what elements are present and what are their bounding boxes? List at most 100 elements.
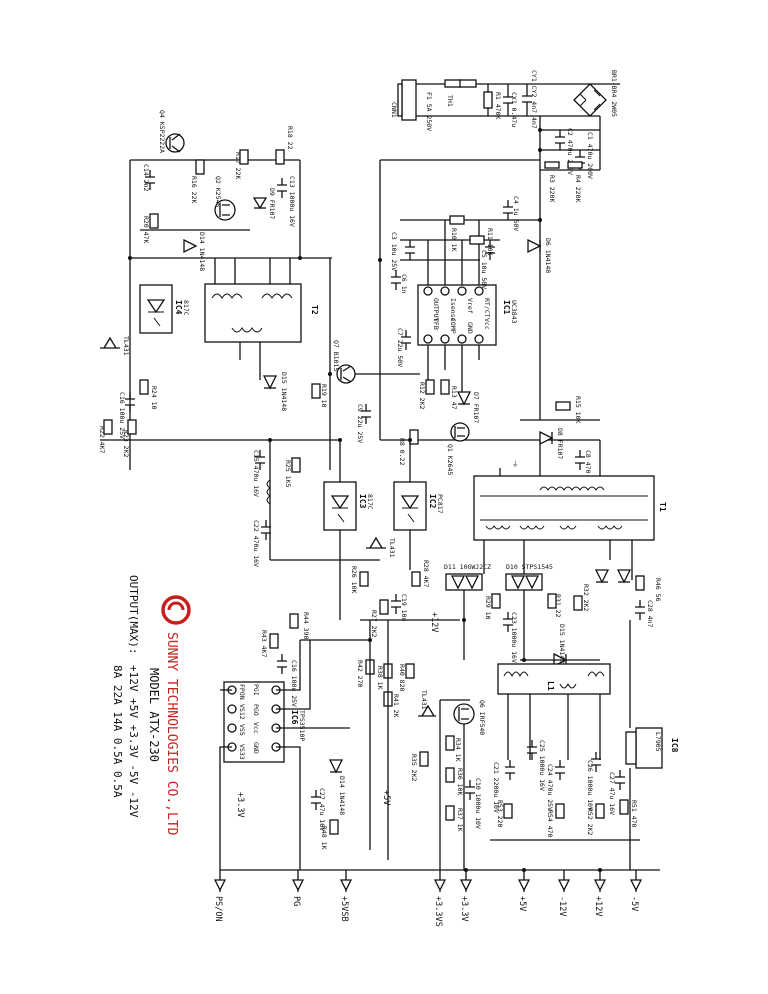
output-label-neg12v: -12V [557,896,567,916]
diode-neg12 [594,569,610,584]
junction-dots [128,128,602,872]
d-aux-label: D15 1N4148 [558,624,566,663]
q2-label: Q2 K2545 [214,176,222,207]
d6-diode [527,238,542,254]
terminal-pson[interactable] [213,879,227,892]
d-pg-diode [328,759,344,774]
r17-label: R17 22K [234,152,242,179]
r22-resistor [103,419,113,435]
r20-resistor [149,213,159,229]
terminal-neg5v[interactable] [629,879,643,892]
r42-label: R42 270 [356,660,364,687]
thermistor [459,79,477,88]
r53-label: R53 220 [496,800,504,827]
r15-label: R15 10K [574,396,582,423]
regulation-3v3-section: Q6 IRF540 TL431 R34 1K R35 2K2 R36 10K C… [235,620,486,870]
r24-resistor [139,379,149,395]
ic1-chip [417,284,497,346]
r32-label: R32 2K2 [582,584,590,611]
tl431-mid-label: TL431 [388,538,396,558]
ic6-pin-gnd: GND [252,742,260,754]
ic1-pin-vfb: VFB [432,318,440,330]
r54-label: R54 470 [546,810,554,837]
ic4-part: 817C [182,300,190,316]
c27b-label: C27 47u 16V [318,788,326,831]
r3-label: R3 220K [548,175,556,202]
r31-label: R31 22 [554,594,562,618]
terminal-pg[interactable] [291,879,305,892]
bridge-rectifier [573,83,607,117]
d14-diode [183,238,198,254]
r29-label: R29 10 [484,596,492,620]
r1-label: R1 470K [494,92,502,119]
r41-label: R41 2K [392,694,400,718]
c10-label: C10 1000u 10V [474,778,482,829]
ic2-name: IC2 [428,494,437,509]
c14-label: C14 2n2 [142,164,150,191]
ic6-pin-vs12: VS12 [238,704,246,720]
thermistor-label: TH1 [446,95,454,107]
terminal-plus33v[interactable] [459,879,473,892]
company-name: SUNNY TECHNOLOGIES CO.,LTD [164,632,179,836]
c26-label: C26 1000u 10V [586,760,594,811]
r26-label: R26 10K [350,566,358,593]
terminal-plus12v[interactable] [593,879,607,892]
output-label-neg5v: -5V [629,896,639,911]
r43-resistor [269,633,279,649]
r18-label: R18 22 [286,126,294,150]
c21-label: C21 2200u 10V [492,762,500,813]
tl431-33-label: TL431 [420,690,428,710]
ic1-pin-rtct: RT/CT [483,298,491,318]
d6-label: D6 1N4148 [544,238,552,273]
terminal-plus5vsb[interactable] [339,879,353,892]
c22-label: C22 470u 16V [252,520,260,567]
r10-label: R10 1K [450,228,458,252]
terminal-plus5v[interactable] [517,879,531,892]
r36-resistor [445,767,455,783]
r46-resistor [635,575,645,591]
r40-resistor [405,663,415,679]
q4-label: Q4 KSP2222A [158,110,166,153]
r36-label: R36 10K [456,768,464,795]
terminal-plus33vs[interactable] [433,879,447,892]
secondary-rectifier-section: D11 10GWJ2CZ D10 STPS1545 R29 10 C23 100… [444,540,662,668]
r8-resistor [409,429,419,445]
r8-label: R8 0.22 [398,438,406,465]
ic1-name: IC1 [502,300,511,315]
r25-label: R25 1K5 [284,460,292,487]
output-label-pg: PG [291,896,301,906]
cnn1-label: CNN1 [390,102,398,118]
r48-label: R48 1K [320,826,328,850]
t1-transformer [473,475,655,541]
output-currents: 8A 22A 14A 0.5A 0.5A [111,665,124,798]
r27-resistor [379,599,389,615]
c6-label: C6 1n [400,274,408,294]
terminal-neg12v[interactable] [557,879,571,892]
r38-label: R38 1K [376,666,384,690]
c13-label: C13 1000u 16V [288,176,296,227]
ac-input-section: CNN1 F1 5A 250V TH1 R1 470K CX1 0.47u CY… [390,70,620,420]
ic2-part: PC817 [436,494,444,514]
r19-resistor [311,383,321,399]
output-filter-section: L1 IC8 L7905 C21 2200u 10V C25 1000u 16V… [490,620,679,870]
d9-label: D9 FR107 [268,188,276,219]
r13-resistor [440,379,450,395]
r28-label: R28 4K7 [422,560,430,587]
ic6-pin-fpon: FPON [238,684,246,700]
feedback-section: IC3 817C IC2 PC817 TL431 R26 10K R27 2K2… [323,440,460,637]
r37-label: R37 1K [456,808,464,832]
t2-label: T2 [310,305,319,315]
model-name: MODEL ATX-230 [147,668,161,762]
r13-label: R13 47 [450,386,458,410]
q1-mosfet [450,422,470,442]
c27-label: C27 47u 16V [608,772,616,815]
c24-label: C24 470u 25V [546,764,554,811]
c7-label: C7 22u 50V [396,328,404,367]
bridge-label: BR1-BR4 2W05 [610,70,618,117]
t1-label: T1 [658,502,667,512]
r20-label: R20 47K [142,216,150,243]
c3-label: C3 10u 25V [390,232,398,271]
title-block: SUNNY TECHNOLOGIES CO.,LTD MODEL ATX-230… [111,575,191,836]
q6-mosfet [453,703,475,725]
